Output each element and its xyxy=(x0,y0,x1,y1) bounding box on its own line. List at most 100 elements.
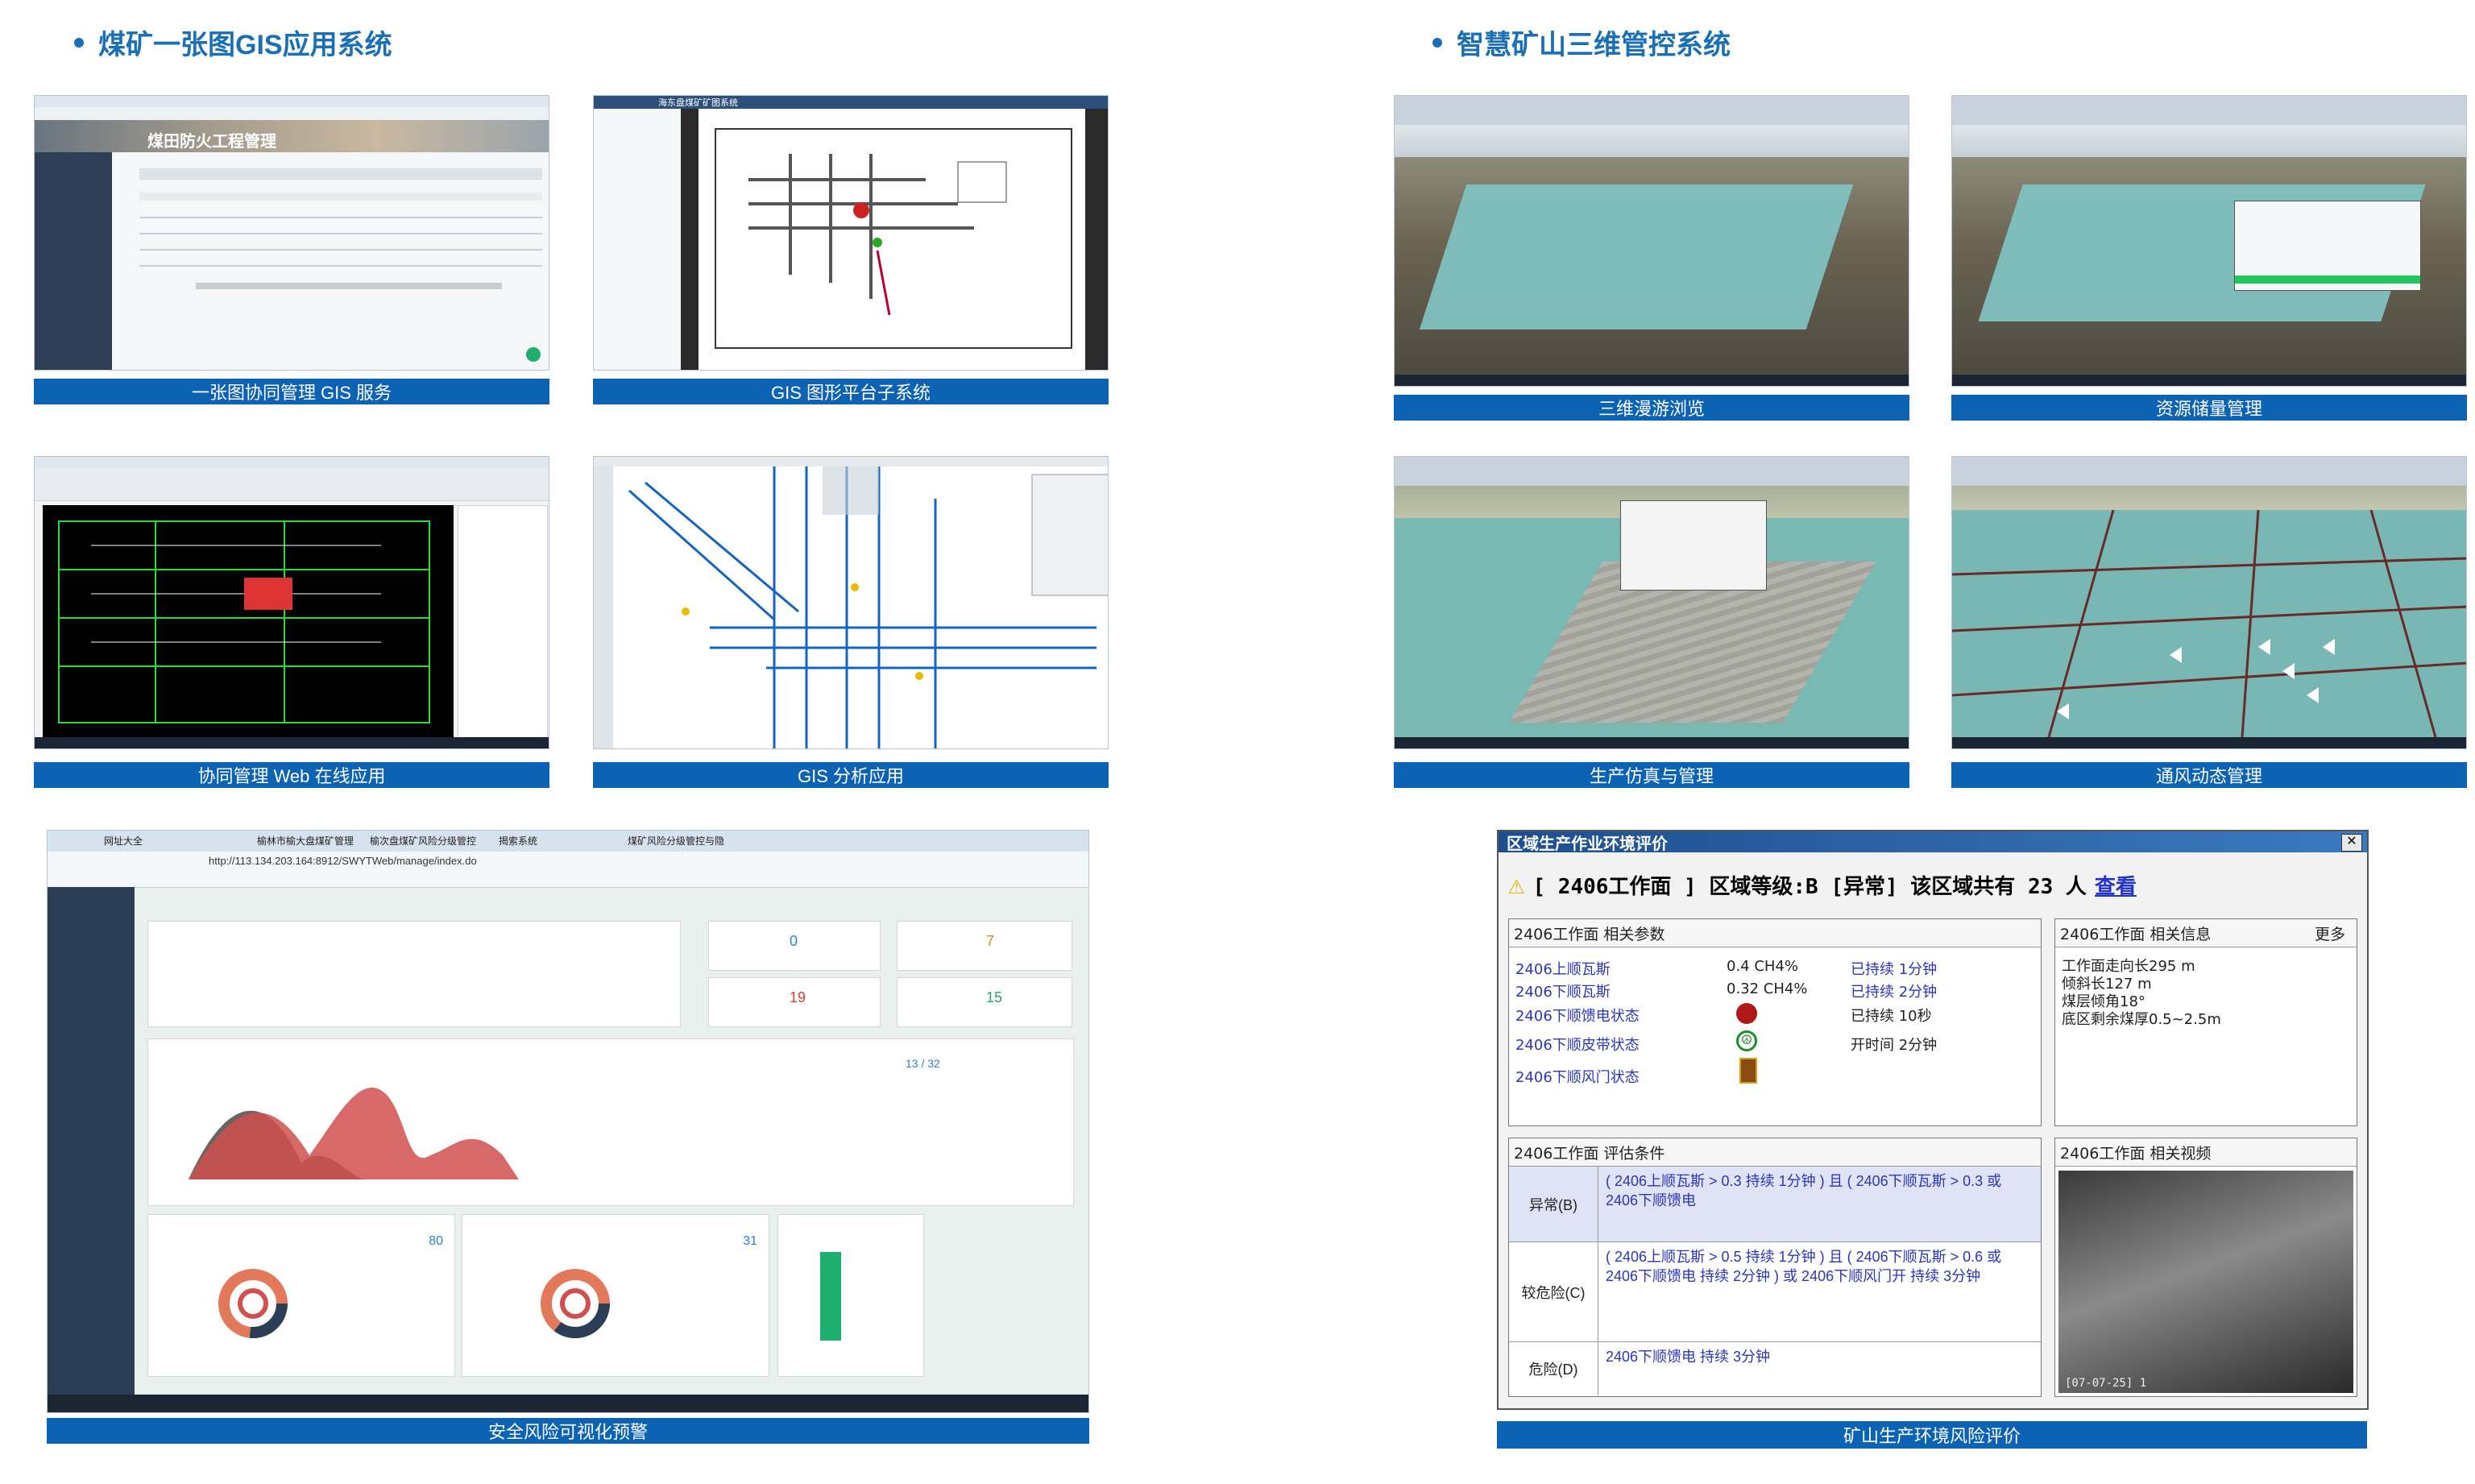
eval-title: 区域生产作业环境评价 xyxy=(1499,831,2367,853)
stat-value-3: 19 xyxy=(790,989,806,1005)
card-risk[interactable]: 网址大全 榆林市榆大盘煤矿管理 榆次盘煤矿风险分级管控 揭索系统 煤矿风险分级管… xyxy=(47,830,1089,1453)
left-section-title: 煤矿一张图GIS应用系统 xyxy=(74,23,392,62)
airflow-arrows xyxy=(1952,510,2466,737)
chat-icon[interactable] xyxy=(526,347,541,362)
screenshot-gis-analysis xyxy=(593,456,1109,749)
cond-text: ( 2406上顺瓦斯 > 0.3 持续 1分钟 ) 且 ( 2406下顺瓦斯 >… xyxy=(1606,1173,2002,1208)
caption-gis-platform: GIS 图形平台子系统 xyxy=(593,379,1109,404)
card-ventilation[interactable]: 通风动态管理 xyxy=(1951,456,2467,791)
screenshot-roam xyxy=(1394,95,1909,387)
address-bar[interactable]: http://113.134.203.164:8912/SWYTWeb/mana… xyxy=(209,855,477,867)
card-production[interactable]: 生产仿真与管理 xyxy=(1394,456,1909,791)
caption-gis-analysis: GIS 分析应用 xyxy=(593,762,1109,788)
video-timestamp: [07-07-25] 1 xyxy=(2065,1377,2147,1390)
risk-area-chart xyxy=(189,1088,519,1179)
card-reserve[interactable]: 资源储量管理 xyxy=(1951,95,2467,424)
belt-status-icon: ☮ xyxy=(1736,1030,1757,1051)
screenshot-production xyxy=(1394,456,1909,749)
param-name: 2406下顺风门状态 xyxy=(1515,1069,1640,1086)
screenshot-reserve xyxy=(1951,95,2467,387)
platform-title: 海东盘煤矿矿图系统 xyxy=(658,98,738,108)
cond-text: ( 2406上顺瓦斯 > 0.5 持续 1分钟 ) 且 ( 2406下顺瓦斯 >… xyxy=(1606,1249,2002,1284)
cond-row: 异常(B) ( 2406上顺瓦斯 > 0.3 持续 1分钟 ) 且 ( 2406… xyxy=(1509,1166,2041,1242)
video-frame[interactable]: [07-07-25] 1 xyxy=(2058,1171,2353,1393)
cond-row: 危险(D) 2406下顺馈电 持续 3分钟 xyxy=(1509,1341,2041,1395)
bullet-icon xyxy=(1432,37,1442,48)
analysis-map xyxy=(628,466,1108,748)
bullet-icon xyxy=(74,37,84,48)
caption-gis-service: 一张图协同管理 GIS 服务 xyxy=(34,379,549,404)
left-section-title-text: 煤矿一张图GIS应用系统 xyxy=(98,30,392,60)
stat-value-4: 15 xyxy=(986,989,1003,1005)
info-panel: 2406工作面 相关信息 更多 工作面走向长295 m 倾斜长127 m 煤层倾… xyxy=(2054,918,2357,1126)
caption-production: 生产仿真与管理 xyxy=(1394,762,1909,788)
reserve-table-dialog xyxy=(2234,201,2421,291)
info-line: 底区剩余煤厚0.5~2.5m xyxy=(2062,1011,2221,1028)
banner-text: 煤田防火工程管理 xyxy=(147,133,276,151)
screenshot-risk: 网址大全 榆林市榆大盘煤矿管理 榆次盘煤矿风险分级管控 揭索系统 煤矿风险分级管… xyxy=(47,830,1089,1413)
card-roam[interactable]: 三维漫游浏览 xyxy=(1394,95,1909,424)
info-line: 煤层倾角18° xyxy=(2062,993,2145,1010)
params-header: 2406工作面 相关参数 xyxy=(1509,919,2041,947)
tab-5[interactable]: 煤矿风险分级管控与隐 xyxy=(628,835,725,847)
stat-value-2: 7 xyxy=(986,933,995,949)
card-gis-service[interactable]: 煤田防火工程管理 一张图协同管理 GIS 服务 xyxy=(34,95,549,408)
reservoir-plane xyxy=(1419,184,1854,330)
close-icon[interactable]: ✕ xyxy=(2341,834,2362,852)
more-link[interactable]: 更多 xyxy=(2314,925,2345,943)
param-value: 0.32 CH4% xyxy=(1727,980,1808,997)
cad-view xyxy=(43,505,454,739)
tab-2[interactable]: 榆林市榆大盘煤矿管理 xyxy=(257,835,354,847)
card-gis-platform[interactable]: 海东盘煤矿矿图系统 GIS 图形平台子系统 xyxy=(593,95,1109,408)
cond-header: 2406工作面 评估条件 xyxy=(1509,1138,2041,1167)
header-banner: 煤田防火工程管理 xyxy=(35,120,549,152)
info-line: 工作面走向长295 m xyxy=(2062,958,2195,975)
screenshot-gis-service: 煤田防火工程管理 xyxy=(34,95,549,371)
caption-roam: 三维漫游浏览 xyxy=(1394,395,1909,421)
screenshot-web-app xyxy=(34,456,549,749)
screenshot-gis-platform: 海东盘煤矿矿图系统 xyxy=(593,95,1109,371)
gauge-value-1: 80 xyxy=(429,1234,443,1248)
view-link[interactable]: 查看 xyxy=(2094,874,2137,899)
stat-value-1: 0 xyxy=(790,933,798,949)
donut-chart-1 xyxy=(218,1269,288,1338)
video-panel: 2406工作面 相关视频 [07-07-25] 1 xyxy=(2054,1138,2357,1397)
param-duration: 已持续 1分钟 xyxy=(1851,961,1938,978)
param-name: 2406上顺瓦斯 xyxy=(1515,961,1611,978)
caption-web-app: 协同管理 Web 在线应用 xyxy=(34,762,549,788)
cond-label: 较危险(C) xyxy=(1509,1242,1598,1342)
info-header: 2406工作面 相关信息 更多 xyxy=(2055,919,2357,947)
warning-icon: ⚠ xyxy=(1508,868,1525,901)
bar-mark xyxy=(820,1252,841,1341)
card-gis-analysis[interactable]: GIS 分析应用 xyxy=(593,456,1109,791)
right-section-title-text: 智慧矿山三维管控系统 xyxy=(1457,30,1731,60)
warning-row: ⚠ [ 2406工作面 ] 区域等级:B [异常] 该区域共有 23 人 查看 xyxy=(1508,864,2357,906)
progress-text: 13 / 32 xyxy=(906,1057,940,1070)
warning-text: [ 2406工作面 ] 区域等级:B [异常] 该区域共有 23 人 xyxy=(1532,874,2087,899)
card-web-app[interactable]: 协同管理 Web 在线应用 xyxy=(34,456,549,791)
param-duration: 开时间 2分钟 xyxy=(1851,1037,1938,1054)
param-duration: 已持续 2分钟 xyxy=(1851,984,1938,1001)
browser-bar xyxy=(35,96,549,108)
params-panel: 2406工作面 相关参数 2406上顺瓦斯 0.4 CH4% 已持续 1分钟 2… xyxy=(1508,918,2042,1126)
gauge-value-2: 31 xyxy=(743,1234,757,1248)
cond-label: 异常(B) xyxy=(1509,1167,1598,1242)
info-line: 倾斜长127 m xyxy=(2062,976,2152,993)
tab-4[interactable]: 揭索系统 xyxy=(499,835,538,847)
video-header: 2406工作面 相关视频 xyxy=(2055,1138,2357,1167)
tab-3[interactable]: 榆次盘煤矿风险分级管控 xyxy=(370,835,477,847)
tab-strip: 网址大全 榆林市榆大盘煤矿管理 榆次盘煤矿风险分级管控 揭索系统 煤矿风险分级管… xyxy=(48,831,1088,852)
caption-env: 矿山生产环境风险评价 xyxy=(1497,1421,2367,1449)
donut-chart-2 xyxy=(541,1269,610,1338)
caption-ventilation: 通风动态管理 xyxy=(1951,762,2467,788)
conditions-panel: 2406工作面 评估条件 异常(B) ( 2406上顺瓦斯 > 0.3 持续 1… xyxy=(1508,1138,2042,1397)
eval-window: 区域生产作业环境评价 ✕ ⚠ [ 2406工作面 ] 区域等级:B [异常] 该… xyxy=(1497,830,2369,1410)
cond-row: 较危险(C) ( 2406上顺瓦斯 > 0.5 持续 1分钟 ) 且 ( 240… xyxy=(1509,1242,2041,1342)
screenshot-ventilation xyxy=(1951,456,2467,749)
feed-status-icon xyxy=(1736,1003,1757,1024)
caption-reserve: 资源储量管理 xyxy=(1951,395,2467,421)
tab-1[interactable]: 网址大全 xyxy=(104,835,143,847)
sidebar xyxy=(48,887,135,1395)
info-header-text: 2406工作面 相关信息 xyxy=(2060,925,2212,943)
production-dialog xyxy=(1620,500,1767,591)
